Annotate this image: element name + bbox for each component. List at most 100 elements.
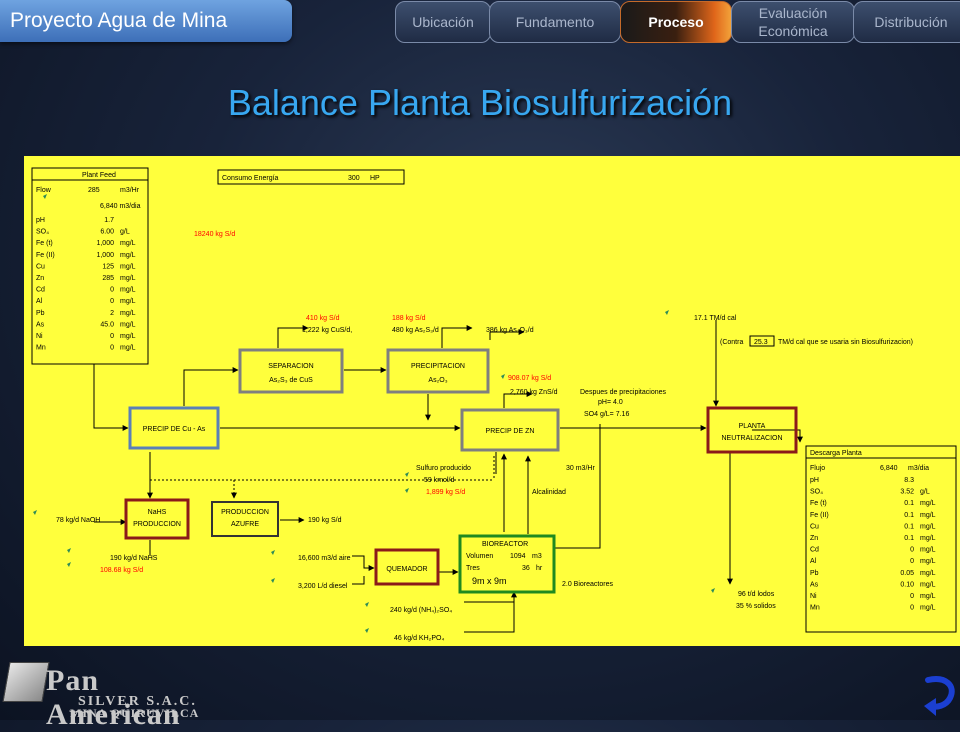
desc-row-v-4: 0.1 <box>904 523 914 530</box>
precip-cu-as-label: PRECIP DE Cu - As <box>143 426 206 433</box>
desc-row-v-9: 0.10 <box>900 581 914 588</box>
feed-row-u-5: mg/L <box>120 275 136 282</box>
feed-row-k-10: Ni <box>36 333 43 340</box>
desc-row-u-9: mg/L <box>920 581 936 588</box>
feed-flow-value: 285 <box>88 187 100 194</box>
desc-row-v-2: 0.1 <box>904 500 914 507</box>
desc-row-k-8: Pb <box>810 570 819 577</box>
azufre-out: 190 kg S/d <box>308 517 342 524</box>
nahs-label-2: PRODUCCION <box>133 521 181 528</box>
desc-row-v-10: 0 <box>910 593 914 600</box>
feed-row-u-3: mg/L <box>120 252 136 259</box>
tab-evaluacion-economica[interactable]: Evaluación Económica <box>731 1 855 43</box>
contra-value: 25.3 <box>754 339 768 346</box>
feed-row-k-9: As <box>36 321 45 328</box>
tab-distribucion[interactable]: Distribución <box>853 1 960 43</box>
bio-tres-value: 36 <box>522 565 530 572</box>
feed-row-v-0: 1.7 <box>104 217 114 224</box>
solidos-label: 35 % solidos <box>736 603 776 610</box>
contra-pre: (Contra <box>720 339 743 346</box>
feed-row-u-2: mg/L <box>120 240 136 247</box>
box-bioreactor <box>458 534 556 594</box>
feed-row-k-1: SO₄ <box>36 229 49 236</box>
back-arrow-icon[interactable] <box>920 672 960 720</box>
alcalinidad-label: Alcalinidad <box>532 489 566 496</box>
logo-sub-text-2: MINA QUIRUVILCA <box>70 706 200 720</box>
desc-row-u-8: mg/L <box>920 570 936 577</box>
bio-tres-unit: hr <box>536 565 543 572</box>
feed-flow-day: 6,840 m3/dia <box>100 203 141 210</box>
desc-row-u-3: mg/L <box>920 512 936 519</box>
naoh-label: 78 kg/d NaOH <box>56 517 100 524</box>
tab-ubicacion[interactable]: Ubicación <box>395 1 491 43</box>
pan-american-logo-icon <box>2 662 50 702</box>
bioreactores-count: 2.0 Bioreactores <box>562 581 613 588</box>
arsenic-out: 386 kg As₂O₃/d <box>486 327 534 334</box>
diesel-label: 3,200 L/d diesel <box>298 583 348 590</box>
zn-out-zns: 2,760 kg ZnS/d <box>510 389 558 396</box>
logo-sub-text-1: SILVER S.A.C. <box>78 694 197 709</box>
energy-unit: HP <box>370 175 380 182</box>
feed-row-k-11: Mn <box>36 345 46 352</box>
feed-row-v-9: 45.0 <box>100 321 114 328</box>
sulfur-feed: 18240 kg S/d <box>194 231 235 238</box>
desc-row-v-5: 0.1 <box>904 535 914 542</box>
feed-row-u-9: mg/L <box>120 321 136 328</box>
tab-fundamento[interactable]: Fundamento <box>489 1 621 43</box>
descarga-flujo-unit: m3/dia <box>908 465 929 472</box>
after-prec-ph: pH= 4.0 <box>598 399 623 406</box>
desc-row-k-6: Cd <box>810 547 819 554</box>
kh2po4-label: 46 kg/d KH₂PO₄ <box>394 635 444 642</box>
feed-flow-unit: m3/Hr <box>120 187 140 194</box>
bio-tres-label: Tres <box>466 565 480 572</box>
sulfuro-kmol: 59 kmol/d <box>424 477 454 484</box>
separacion-label-2: As₂S₃ de CuS <box>269 377 313 384</box>
energy-box <box>217 169 405 185</box>
desc-row-u-4: mg/L <box>920 523 936 530</box>
contra-post: TM/d cal que se usaria sin Biosulfurizac… <box>778 339 913 346</box>
feed-row-v-6: 0 <box>110 287 114 294</box>
box-quemador <box>374 548 440 586</box>
nahs-label-1: NaHS <box>148 509 167 516</box>
desc-row-v-11: 0 <box>910 605 914 612</box>
aire-label: 16,600 m3/d aire <box>298 555 351 562</box>
after-prec-title: Despues de precipitaciones <box>580 389 666 396</box>
desc-row-k-4: Cu <box>810 523 819 530</box>
nh4-label: 240 kg/d (NH₄)₂SO₄ <box>390 607 452 614</box>
bio-dims: 9m x 9m <box>472 576 507 586</box>
box-azufre <box>211 501 279 537</box>
feed-row-v-5: 285 <box>102 275 114 282</box>
desc-row-v-3: 0.1 <box>904 512 914 519</box>
descarga-flujo-value: 6,840 <box>880 465 898 472</box>
planta-label-1: PLANTA <box>739 423 766 430</box>
desc-row-k-7: Al <box>810 558 817 565</box>
box-planta-neutralizacion <box>706 406 798 454</box>
desc-row-k-11: Mn <box>810 605 820 612</box>
feed-row-k-6: Cd <box>36 287 45 294</box>
feed-row-k-0: pH <box>36 217 45 224</box>
tab-proceso[interactable]: Proceso <box>620 1 732 43</box>
desc-row-v-6: 0 <box>910 547 914 554</box>
feed-row-v-11: 0 <box>110 345 114 352</box>
desc-row-u-7: mg/L <box>920 558 936 565</box>
desc-row-u-11: mg/L <box>920 605 936 612</box>
feed-row-u-8: mg/L <box>120 310 136 317</box>
desc-row-k-9: As <box>810 581 819 588</box>
box-nahs <box>124 498 190 540</box>
box-precip-zn <box>460 408 560 452</box>
sulfuro-title: Sulfuro producido <box>416 465 471 472</box>
desc-row-k-0: pH <box>810 477 819 484</box>
bio-volumen-unit: m3 <box>532 553 542 560</box>
flow-30: 30 m3/Hr <box>566 465 595 472</box>
page-title: Balance Planta Biosulfurización <box>227 82 733 123</box>
box-separacion <box>238 348 344 394</box>
nahs-out-s: 108.68 kg S/d <box>100 567 143 574</box>
feed-row-v-2: 1,000 <box>96 240 114 247</box>
nahs-out: 190 kg/d NaHS <box>110 555 158 562</box>
desc-row-u-5: mg/L <box>920 535 936 542</box>
precipitacion-label-2: As₂O₃ <box>428 377 447 384</box>
separacion-label-1: SEPARACION <box>268 363 313 370</box>
bio-volumen-value: 1094 <box>510 553 526 560</box>
